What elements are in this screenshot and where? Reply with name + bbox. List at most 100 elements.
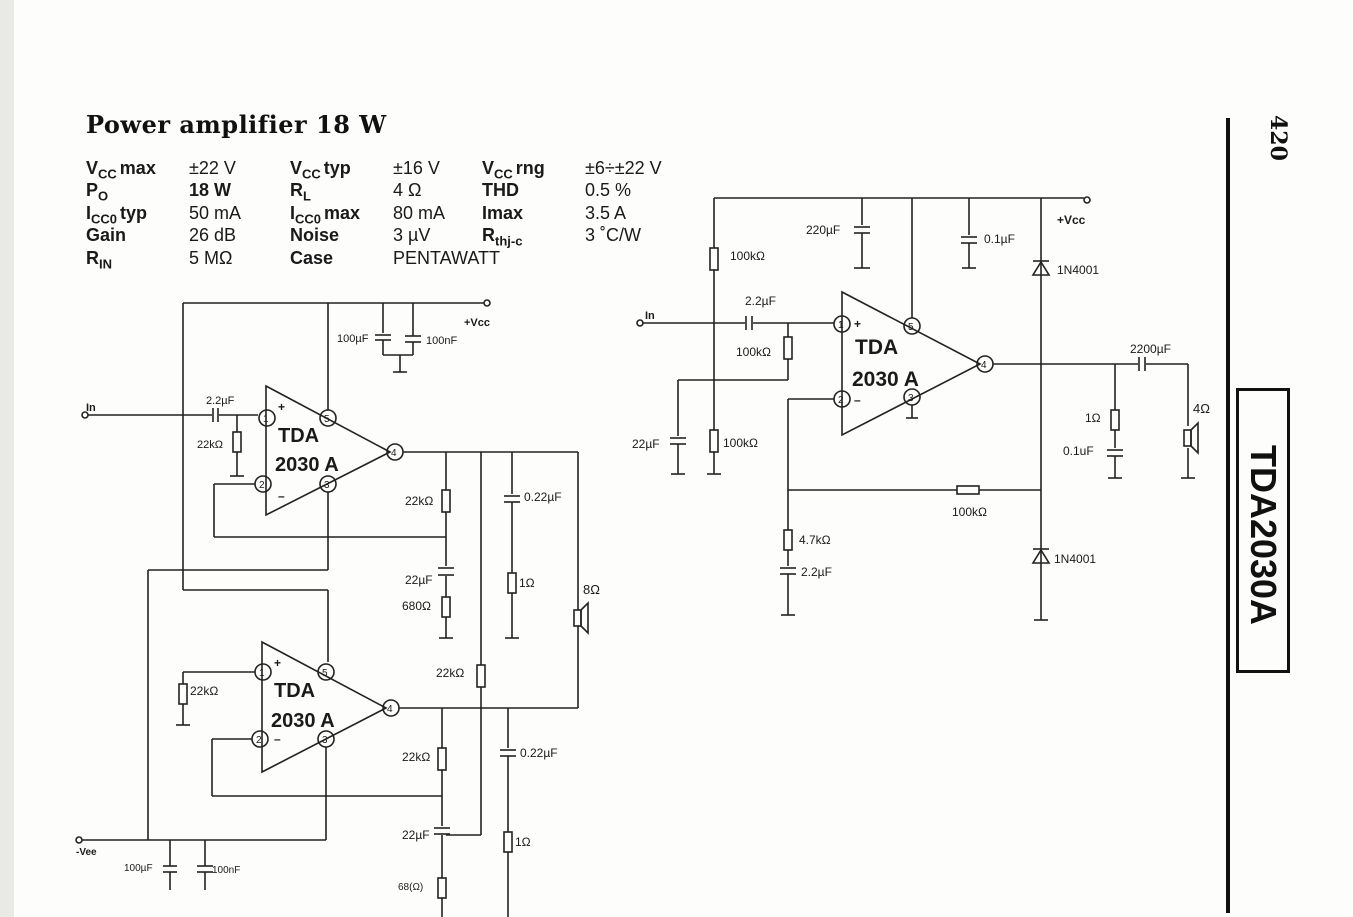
right-cfb: 2.2µF	[801, 565, 832, 579]
left-cneg1: 100µF	[124, 863, 153, 874]
left-cfb1: 22µF	[405, 573, 433, 587]
spec-value: PENTAWATT	[393, 248, 500, 268]
spec-label: THD	[482, 180, 519, 200]
spec-value: ±6÷±22 V	[585, 158, 662, 178]
svg-text:4: 4	[391, 448, 397, 459]
left-cneg2: 100nF	[212, 865, 240, 876]
svg-text:1: 1	[838, 320, 844, 331]
spec-value: 3 ˚C/W	[585, 225, 641, 245]
right-r100k-top: 100kΩ	[730, 249, 765, 263]
svg-text:–: –	[274, 732, 281, 746]
spec-value: 5 MΩ	[189, 248, 233, 268]
svg-text:3: 3	[322, 735, 328, 746]
left-rzob1: 1Ω	[519, 576, 535, 590]
svg-text:2: 2	[838, 395, 844, 406]
spec-value: 4 Ω	[393, 180, 422, 200]
right-r100k-bot: 100kΩ	[723, 436, 758, 450]
left-cap-100u: 100µF	[337, 333, 369, 345]
spec-value: 3 µV	[393, 225, 431, 245]
left-bottom-opamp	[261, 640, 388, 774]
svg-text:+: +	[274, 656, 281, 670]
left-czob1: 0.22µF	[524, 490, 562, 504]
svg-text:2: 2	[259, 480, 265, 491]
svg-text:4: 4	[387, 704, 393, 715]
left-bot-chip-l2: 2030 A	[271, 710, 335, 732]
spec-value: 0.5 %	[585, 180, 632, 200]
right-r47: 4.7kΩ	[799, 533, 831, 547]
left-rfb2: 22kΩ	[402, 750, 430, 764]
left-cin-label: 2.2µF	[206, 395, 235, 407]
page-edge-shadow	[0, 0, 14, 917]
right-speaker-label: 4Ω	[1193, 401, 1210, 416]
svg-text:+: +	[854, 317, 861, 331]
spec-value: 50 mA	[189, 203, 242, 223]
right-rzob: 1Ω	[1085, 411, 1101, 425]
svg-text:3: 3	[324, 480, 330, 491]
left-speaker-label: 8Ω	[583, 582, 600, 597]
right-rfb: 100kΩ	[952, 505, 987, 519]
chip-name-box	[1236, 388, 1290, 673]
svg-text:5: 5	[322, 668, 328, 679]
page-title: Power amplifier 18 W	[86, 110, 387, 139]
right-vcc-label: +Vcc	[1057, 213, 1086, 227]
right-in-label: In	[645, 310, 655, 322]
left-rfb1: 22kΩ	[405, 494, 433, 508]
left-bot-chip-l1: TDA	[274, 680, 315, 702]
right-czob: 0.1uF	[1063, 444, 1094, 458]
svg-text:–: –	[278, 489, 285, 503]
side-rule	[1226, 118, 1230, 913]
left-vee-label: -Vee	[76, 847, 97, 858]
spec-value: 3.5 A	[585, 203, 627, 223]
svg-text:2: 2	[256, 735, 262, 746]
right-c22: 22µF	[632, 437, 660, 451]
left-rin-label: 22kΩ	[197, 439, 223, 451]
spec-value: ±22 V	[189, 158, 236, 178]
spec-label: RIN	[86, 248, 112, 272]
svg-text:5: 5	[324, 414, 330, 425]
spec-label: Imax	[482, 203, 524, 223]
svg-text:1: 1	[259, 668, 265, 679]
spec-label: PO	[86, 180, 109, 204]
spec-value: ±16 V	[393, 158, 440, 178]
left-rfb1b: 680Ω	[402, 599, 431, 613]
spec-value: 26 dB	[189, 225, 237, 245]
left-in-label: In	[86, 402, 96, 414]
left-top-chip-l1: TDA	[278, 425, 319, 447]
left-cfb2: 22µF	[402, 828, 430, 842]
right-c01: 0.1µF	[984, 232, 1015, 246]
svg-text:1: 1	[263, 414, 269, 425]
svg-text:4: 4	[981, 360, 987, 371]
right-d-top: 1N4001	[1057, 263, 1099, 277]
left-rbotin: 22kΩ	[190, 684, 218, 698]
spec-label: Noise	[290, 225, 340, 245]
left-rbridge: 22kΩ	[436, 666, 464, 680]
svg-text:5: 5	[908, 322, 914, 333]
svg-text:+: +	[278, 400, 285, 414]
left-vcc-label: +Vcc	[464, 317, 490, 329]
svg-text:3: 3	[908, 393, 914, 404]
right-c220: 220µF	[806, 223, 840, 237]
right-opamp	[841, 290, 982, 437]
spec-label: RL	[290, 180, 311, 204]
right-chip-l2: 2030 A	[852, 368, 919, 391]
left-rzob2: 1Ω	[515, 835, 531, 849]
spec-label: Rthj-c	[482, 225, 523, 249]
spec-value: 80 mA	[393, 203, 446, 223]
spec-label: Case	[290, 248, 334, 268]
left-rfb2b: 68(Ω)	[398, 882, 423, 893]
left-cap-100n: 100nF	[426, 335, 457, 347]
left-top-opamp	[265, 384, 392, 517]
left-vcc-terminal	[483, 299, 491, 307]
svg-text:–: –	[854, 393, 861, 407]
right-r100k-mid: 100kΩ	[736, 345, 771, 359]
right-chip-l1: TDA	[855, 336, 898, 359]
right-cin: 2.2µF	[745, 294, 776, 308]
right-cout: 2200µF	[1130, 342, 1171, 356]
spec-value: 18 W	[189, 180, 232, 200]
